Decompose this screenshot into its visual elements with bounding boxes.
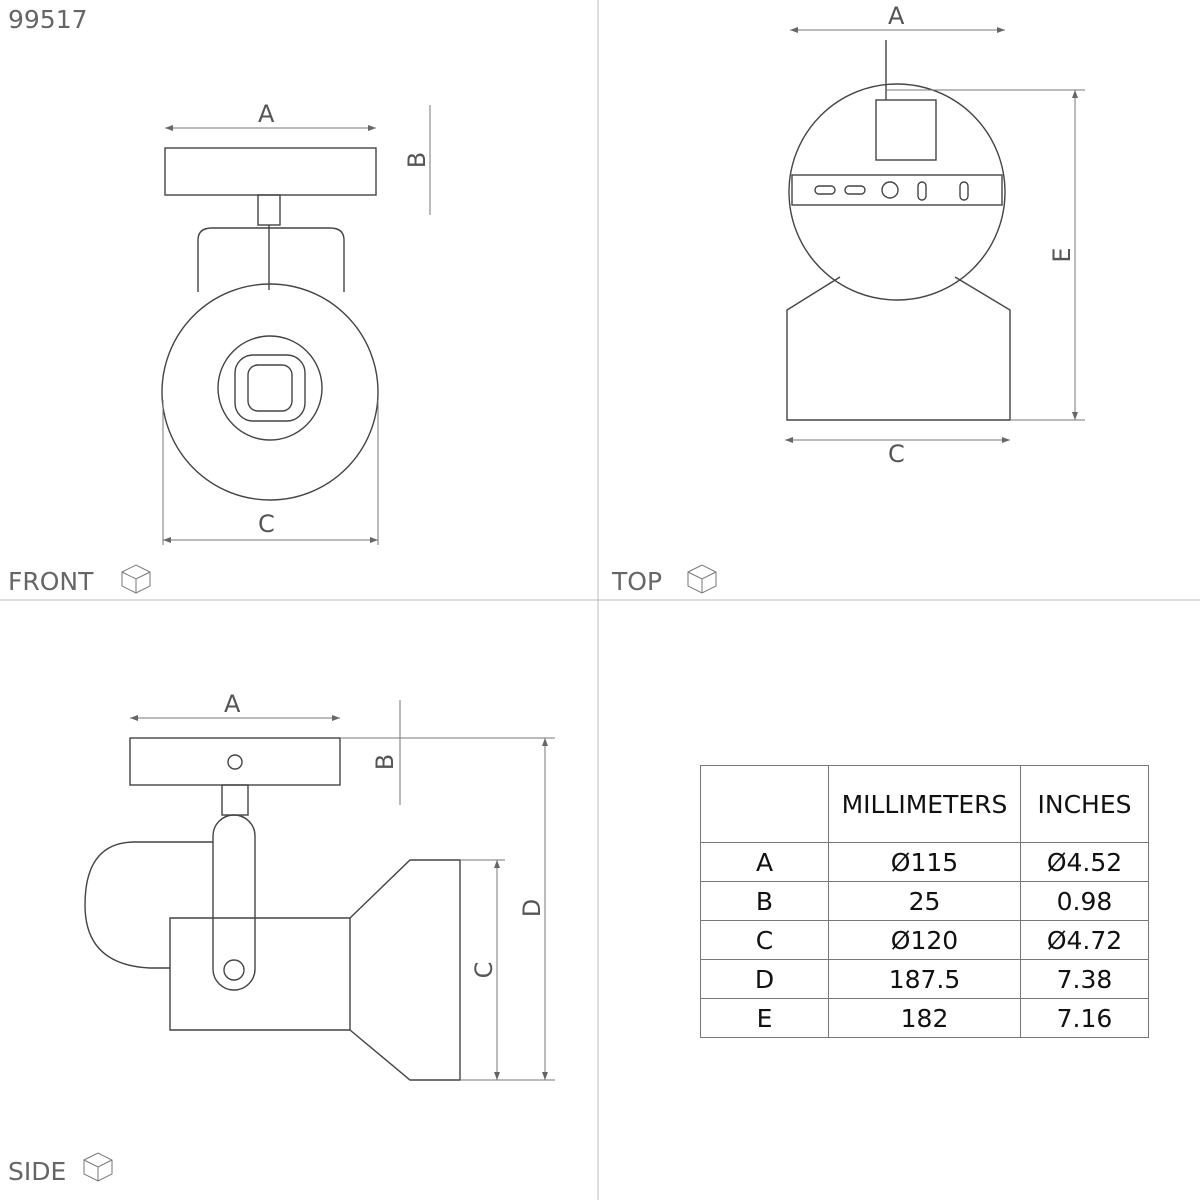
side-view: A B D C SIDE bbox=[8, 690, 555, 1186]
cell: B bbox=[700, 881, 829, 921]
cell: Ø4.52 bbox=[1020, 842, 1149, 882]
cell: 182 bbox=[828, 998, 1021, 1038]
cell: Ø120 bbox=[828, 920, 1021, 960]
dim-label-e: E bbox=[1048, 247, 1076, 262]
cell: 7.38 bbox=[1020, 959, 1149, 999]
cube-icon bbox=[687, 564, 717, 594]
dim-label-c-top: C bbox=[888, 440, 905, 468]
model-number: 99517 bbox=[8, 5, 88, 34]
dim-label-a: A bbox=[258, 100, 275, 128]
dim-label-d: D bbox=[518, 899, 546, 917]
cell: C bbox=[700, 920, 829, 960]
dim-label-a-side: A bbox=[224, 690, 241, 718]
cell: Ø4.72 bbox=[1020, 920, 1149, 960]
view-label-side: SIDE bbox=[8, 1157, 66, 1186]
header-cell bbox=[700, 765, 829, 843]
dim-label-b-side: B bbox=[371, 754, 399, 770]
cell: A bbox=[700, 842, 829, 882]
dim-label-a-top: A bbox=[888, 2, 905, 30]
dim-label-c: C bbox=[258, 510, 275, 538]
cube-icon bbox=[121, 564, 151, 594]
cell: Ø115 bbox=[828, 842, 1021, 882]
view-label-top: TOP bbox=[611, 567, 662, 596]
dim-label-c-side: C bbox=[470, 962, 498, 979]
cell: D bbox=[700, 959, 829, 999]
cell: 0.98 bbox=[1020, 881, 1149, 921]
cube-icon bbox=[83, 1152, 113, 1182]
top-view: A E C TOP bbox=[611, 2, 1085, 596]
header-cell: INCHES bbox=[1020, 765, 1149, 843]
table-header-row: MILLIMETERS INCHES bbox=[700, 765, 1149, 843]
view-label-front: FRONT bbox=[8, 567, 94, 596]
cell: 187.5 bbox=[828, 959, 1021, 999]
cell: 25 bbox=[828, 881, 1021, 921]
dim-label-b: B bbox=[403, 152, 431, 168]
cell: E bbox=[700, 998, 829, 1038]
cell: 7.16 bbox=[1020, 998, 1149, 1038]
header-cell: MILLIMETERS bbox=[828, 765, 1021, 843]
front-view: A B C FRONT bbox=[8, 100, 431, 596]
